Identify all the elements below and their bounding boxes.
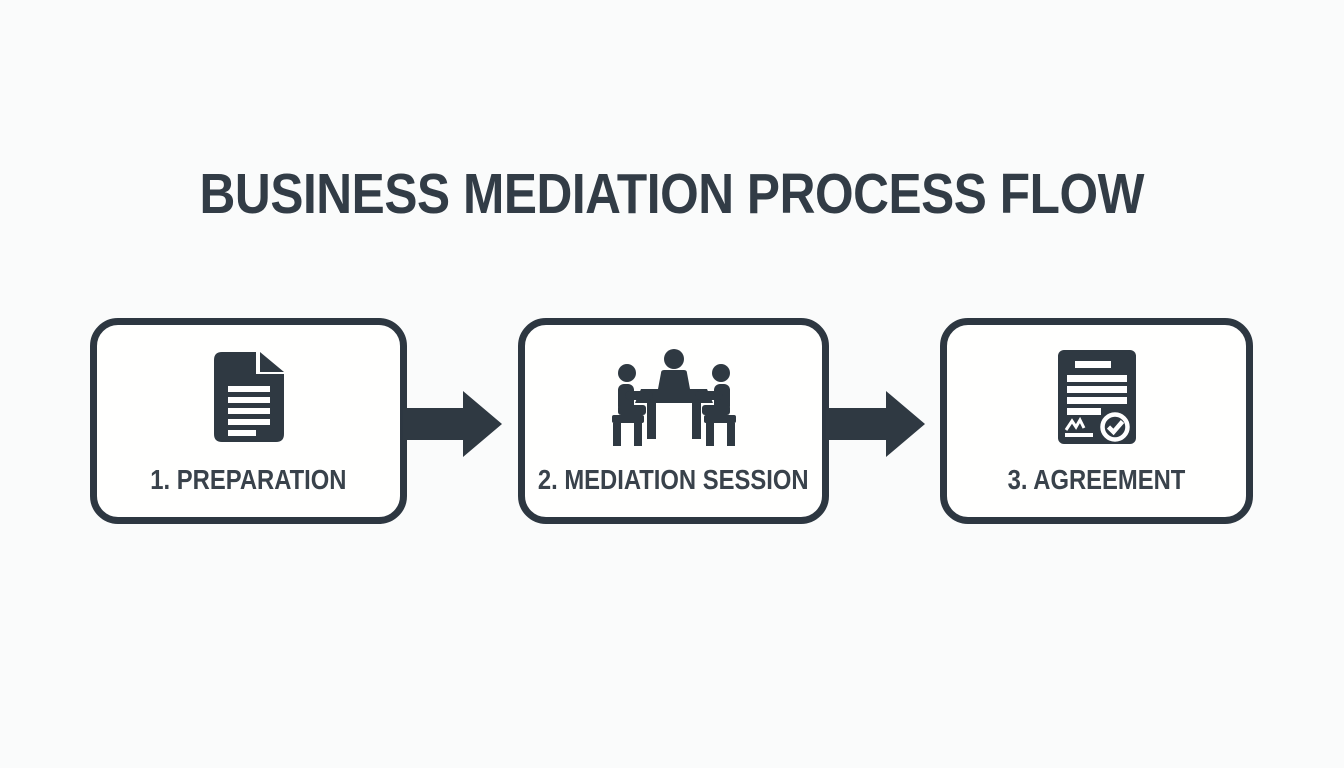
mediation-table-icon (611, 349, 736, 446)
page-title-text: BUSINESS MEDIATION PROCESS FLOW (199, 162, 1145, 226)
step-icon-slot (1057, 347, 1136, 447)
arrow-right-icon (826, 391, 925, 457)
step-box-mediation-session: 2. MEDIATION SESSION (518, 318, 829, 524)
check-circle-icon (1099, 412, 1130, 442)
step-icon-slot (213, 347, 284, 447)
step-label-preparation: 1. PREPARATION (150, 464, 347, 495)
signed-agreement-icon (1057, 350, 1136, 444)
step-box-agreement: 3. AGREEMENT (940, 318, 1253, 524)
step-box-preparation: 1. PREPARATION (90, 318, 407, 524)
signature-squiggle (1064, 416, 1085, 431)
step-label-mediation-session: 2. MEDIATION SESSION (538, 464, 809, 495)
arrow-right-icon (403, 391, 502, 457)
step-label-agreement: 3. AGREEMENT (1007, 464, 1186, 495)
page-title: BUSINESS MEDIATION PROCESS FLOW (0, 162, 1344, 226)
document-icon (213, 352, 284, 442)
step-icon-slot (607, 347, 741, 447)
checkmark-icon (1106, 420, 1124, 436)
